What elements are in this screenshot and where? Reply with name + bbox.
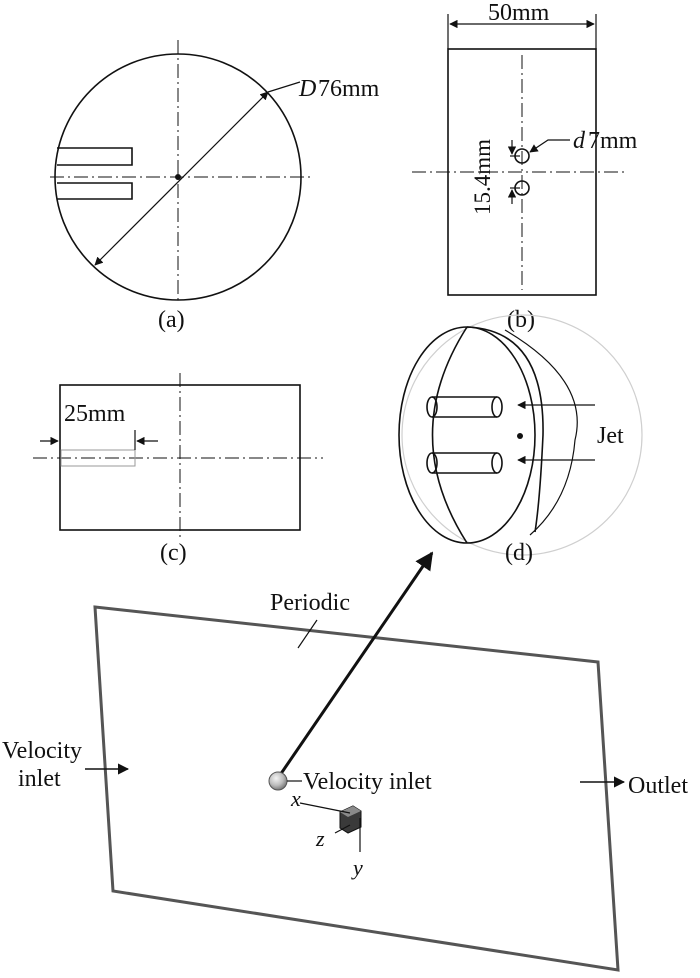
- panel-b-dim-spacing: 15.4mm: [470, 139, 495, 215]
- panel-d-front-face: [398, 326, 536, 544]
- axes-cube-top: [340, 806, 361, 817]
- axes-triad: x y z: [290, 786, 363, 880]
- panel-c-dim-length: 25mm: [64, 401, 126, 427]
- domain-velocity-inlet-left-line1: Velocity: [2, 738, 82, 764]
- panel-b-dim-hole-value: 7mm: [588, 128, 638, 154]
- panel-a-nozzle-upper: [57, 147, 133, 166]
- panel-d-nozzle-lower: [426, 452, 503, 474]
- panel-d: Jet (d): [398, 314, 643, 566]
- panel-b-dim-width: 50mm: [488, 0, 550, 26]
- panel-b-caption: (b): [507, 307, 535, 333]
- computational-domain: Periodic Velocity inlet Velocity inlet O…: [2, 551, 688, 972]
- panel-a-diameter-arrow: [94, 91, 269, 266]
- axes-x-line: [299, 802, 351, 814]
- axes-z-label: z: [315, 826, 325, 851]
- domain-outlet-label: Outlet: [628, 773, 688, 799]
- panel-b-hole-leader: [529, 139, 570, 153]
- panel-a-dim-d-value: 76mm: [318, 76, 380, 102]
- panel-d-shell-rim: [504, 329, 578, 536]
- panel-a-caption: (a): [158, 307, 185, 333]
- panel-c: 25mm (c): [33, 373, 323, 566]
- panel-a: D 76mm (a): [50, 40, 380, 333]
- panel-d-center-dot: [517, 433, 523, 439]
- domain-velocity-inlet-left-line2: inlet: [18, 766, 61, 792]
- domain-outline: [93, 605, 620, 972]
- panel-a-diameter-leader: [267, 81, 301, 93]
- panel-d-inner-arc: [431, 326, 468, 544]
- panel-c-caption: (c): [160, 540, 187, 566]
- panel-a-outer-circle: [54, 53, 302, 301]
- axes-x-label: x: [290, 786, 301, 811]
- panel-a-nozzle-lower: [57, 182, 133, 200]
- panel-a-dim-d-symbol: D: [298, 76, 316, 102]
- panel-b-dim-hole-symbol: d: [573, 128, 586, 154]
- panel-c-nozzle-hidden: [60, 449, 136, 467]
- panel-d-caption: (d): [505, 540, 533, 566]
- panel-d-jet-label: Jet: [597, 423, 624, 449]
- domain-velocity-inlet-center: Velocity inlet: [303, 769, 432, 795]
- domain-periodic-label: Periodic: [270, 590, 350, 616]
- panel-d-shell-edge: [466, 326, 544, 533]
- axes-z-line: [334, 824, 351, 834]
- panel-b: 50mm 15.4mm d 7mm (b): [412, 0, 638, 333]
- axes-y-label: y: [351, 855, 363, 880]
- domain-detail-arrow: [276, 551, 434, 779]
- domain-periodic-leader: [297, 619, 318, 649]
- panel-d-back-circle: [401, 314, 643, 556]
- domain-sphere: [268, 771, 288, 791]
- panel-d-nozzle-upper: [426, 396, 503, 418]
